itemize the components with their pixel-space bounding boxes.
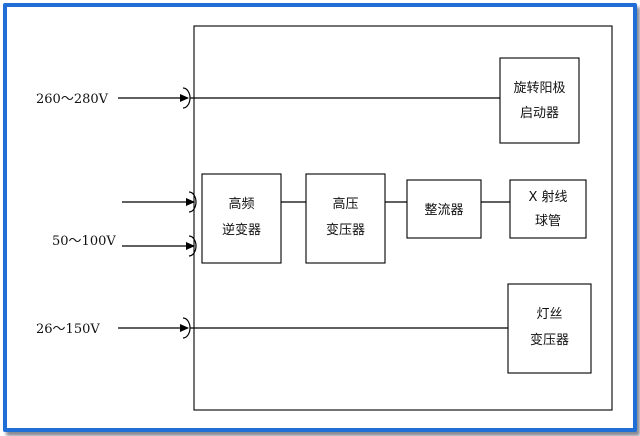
xray-tube-label-2: 球管 xyxy=(535,214,561,229)
hv-transformer-label-2: 变压器 xyxy=(326,222,365,238)
hv-transformer-block: 高压 变压器 xyxy=(305,173,386,264)
hf-inverter-block: 高频 逆变器 xyxy=(201,173,282,264)
xray-tube-block: X 射线 球管 xyxy=(509,179,587,239)
voltage-label-bottom: 26～150V xyxy=(36,322,100,337)
filament-transformer-label-1: 灯丝 xyxy=(536,307,562,322)
anode-starter-label-1: 旋转阳极 xyxy=(513,81,565,96)
voltage-label-top: 260～280V xyxy=(36,92,109,107)
xray-tube-label-1: X 射线 xyxy=(528,189,567,205)
hv-transformer-label-1: 高压 xyxy=(332,196,358,212)
rectifier-label: 整流器 xyxy=(424,203,463,218)
hf-inverter-label-2: 逆变器 xyxy=(222,222,261,238)
rectifier-block: 整流器 xyxy=(406,179,482,239)
filament-transformer-label-2: 变压器 xyxy=(530,332,569,348)
hf-inverter-label-1: 高频 xyxy=(228,196,254,212)
connector-mid-2 xyxy=(188,235,197,257)
connector-mid-1 xyxy=(188,191,197,213)
filament-transformer-block: 灯丝 变压器 xyxy=(507,283,592,374)
anode-starter-block: 旋转阳极 启动器 xyxy=(499,57,580,144)
voltage-label-mid: 50～100V xyxy=(52,234,116,249)
anode-starter-label-2: 启动器 xyxy=(520,106,559,121)
